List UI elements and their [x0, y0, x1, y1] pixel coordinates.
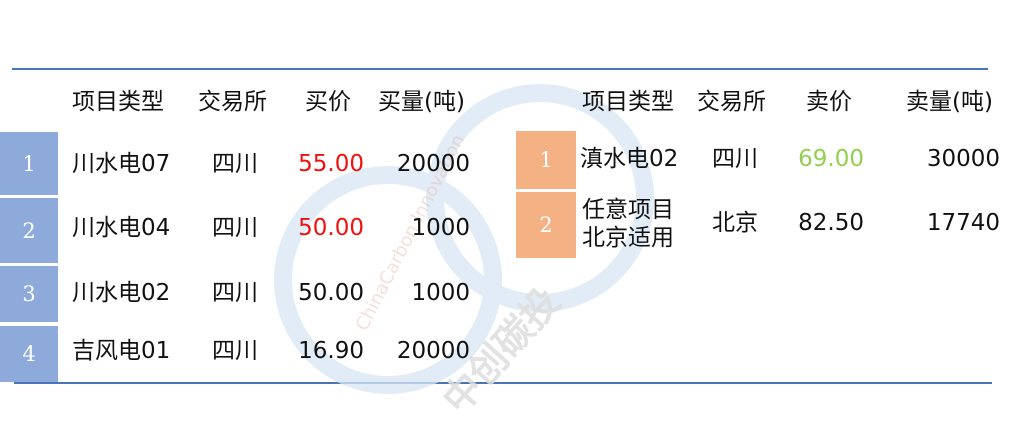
- buy-header-project-type: 项目类型: [72, 89, 164, 115]
- buy-row-project: 川水电02: [72, 280, 171, 306]
- sell-row-index: 2: [516, 192, 576, 258]
- buy-row-project: 川水电04: [72, 215, 171, 241]
- buy-row-exchange: 四川: [212, 151, 258, 177]
- sell-row-volume: 17740: [926, 210, 1000, 236]
- sell-row-exchange: 北京: [712, 210, 758, 236]
- buy-row-volume: 1000: [411, 215, 470, 241]
- buy-row-exchange: 四川: [212, 338, 258, 364]
- sell-row-project-line1: 任意项目: [582, 197, 674, 223]
- buy-row-index: 4: [0, 326, 58, 382]
- sell-row-project-line2: 北京适用: [582, 225, 674, 251]
- sell-header-volume: 卖量(吨): [906, 89, 993, 115]
- buy-row-price: 50.00: [298, 280, 364, 306]
- sell-row-project: 滇水电02: [580, 146, 679, 172]
- sell-row-price: 82.50: [798, 210, 864, 236]
- sell-row-index: 1: [516, 131, 576, 189]
- buy-row-index: 2: [0, 198, 58, 263]
- top-rule: [12, 68, 988, 70]
- buy-row-index: 1: [0, 132, 58, 195]
- buy-row-volume: 20000: [396, 338, 470, 364]
- sell-row-exchange: 四川: [712, 146, 758, 172]
- buy-row-project: 吉风电01: [72, 338, 171, 364]
- buy-row-price: 55.00: [298, 151, 364, 177]
- buy-row-price: 16.90: [298, 338, 364, 364]
- sell-header-project-type: 项目类型: [582, 89, 674, 115]
- buy-row-exchange: 四川: [212, 215, 258, 241]
- bottom-rule: [14, 382, 992, 384]
- buy-row-volume: 1000: [411, 280, 470, 306]
- buy-row-exchange: 四川: [212, 280, 258, 306]
- sell-row-price: 69.00: [798, 146, 864, 172]
- sell-row-volume: 30000: [926, 146, 1000, 172]
- buy-row-price: 50.00: [298, 215, 364, 241]
- buy-header-volume: 买量(吨): [378, 89, 465, 115]
- buy-row-index: 3: [0, 266, 58, 322]
- buy-header-exchange: 交易所: [198, 89, 267, 115]
- sell-header-exchange: 交易所: [697, 89, 766, 115]
- buy-row-project: 川水电07: [72, 151, 171, 177]
- buy-header-price: 买价: [305, 89, 351, 115]
- buy-row-volume: 20000: [396, 151, 470, 177]
- sell-header-price: 卖价: [806, 89, 852, 115]
